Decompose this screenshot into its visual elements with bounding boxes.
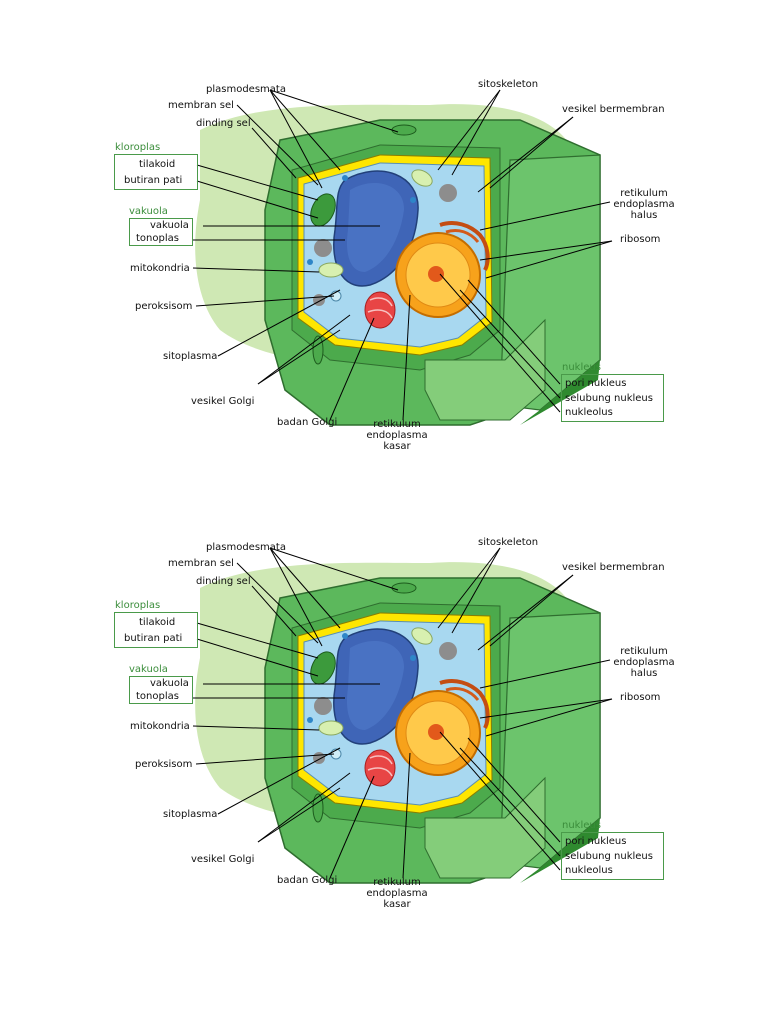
label-butiran-pati: butiran pati (124, 175, 183, 186)
label-plasmodesmata: plasmodesmata (206, 84, 286, 95)
label-vakuola: vakuola (150, 220, 189, 231)
retikulum-halus-line-3: halus (630, 210, 658, 221)
label-ribosom: ribosom (620, 234, 661, 245)
label-peroksisom: peroksisom (135, 301, 193, 312)
label-badan-golgi: badan Golgi (277, 875, 338, 886)
label-mitokondria: mitokondria (130, 263, 190, 274)
label-plasmodesmata: plasmodesmata (206, 542, 286, 553)
label-dinding-sel: dinding sel (196, 576, 251, 587)
retikulum-halus-line-1: retikulum (620, 646, 668, 657)
label-vakuola-group: vakuola (129, 206, 168, 217)
label-retikulum-kasar: retikulum endoplasma kasar (362, 877, 432, 910)
retikulum-kasar-line-2: endoplasma (366, 430, 428, 441)
retikulum-halus-line-1: retikulum (620, 188, 668, 199)
retikulum-halus-line-2: endoplasma (613, 199, 675, 210)
plant-cell-diagram-2: plasmodesmata membran sel dinding sel kl… (0, 518, 768, 938)
label-tonoplas: tonoplas (136, 691, 179, 702)
label-tonoplas: tonoplas (136, 233, 179, 244)
retikulum-halus-line-2: endoplasma (613, 657, 675, 668)
label-kloroplas-group: kloroplas (115, 142, 161, 153)
label-selubung-nukleus: selubung nukleus (565, 393, 653, 404)
label-sitoplasma: sitoplasma (163, 809, 218, 820)
label-pori-nukleus: pori nukleus (565, 836, 627, 847)
retikulum-halus-line-3: halus (630, 668, 658, 679)
label-membran-sel: membran sel (168, 100, 234, 111)
label-nukleolus: nukleolus (565, 865, 613, 876)
label-dinding-sel: dinding sel (196, 118, 251, 129)
label-vesikel-golgi: vesikel Golgi (191, 854, 255, 865)
label-nukleolus: nukleolus (565, 407, 613, 418)
retikulum-kasar-line-1: retikulum (373, 877, 421, 888)
nukleus-box (561, 832, 664, 880)
retikulum-kasar-line-2: endoplasma (366, 888, 428, 899)
vakuola-box (129, 676, 193, 704)
label-nukleus-group: nukleus (562, 820, 601, 831)
label-vakuola-group: vakuola (129, 664, 168, 675)
label-nukleus-group: nukleus (562, 362, 601, 373)
label-selubung-nukleus: selubung nukleus (565, 851, 653, 862)
label-vakuola: vakuola (150, 678, 189, 689)
label-kloroplas-group: kloroplas (115, 600, 161, 611)
label-retikulum-kasar: retikulum endoplasma kasar (362, 419, 432, 452)
nukleus-box (561, 374, 664, 422)
label-badan-golgi: badan Golgi (277, 417, 338, 428)
label-sitoskeleton: sitoskeleton (478, 79, 539, 90)
plant-cell-illustration (192, 89, 613, 426)
plant-cell-illustration (192, 547, 613, 884)
label-pori-nukleus: pori nukleus (565, 378, 627, 389)
label-retikulum-halus: retikulum endoplasma halus (608, 646, 680, 679)
label-sitoskeleton: sitoskeleton (478, 537, 539, 548)
label-mitokondria: mitokondria (130, 721, 190, 732)
kloroplas-box (114, 612, 198, 648)
plant-cell-diagram-1: plasmodesmata membran sel dinding sel kl… (0, 60, 768, 480)
retikulum-kasar-line-3: kasar (383, 899, 411, 910)
label-vesikel-golgi: vesikel Golgi (191, 396, 255, 407)
kloroplas-box (114, 154, 198, 190)
label-retikulum-halus: retikulum endoplasma halus (608, 188, 680, 221)
retikulum-kasar-line-1: retikulum (373, 419, 421, 430)
label-butiran-pati: butiran pati (124, 633, 183, 644)
label-tilakoid: tilakoid (139, 159, 176, 170)
vakuola-box (129, 218, 193, 246)
label-tilakoid: tilakoid (139, 617, 176, 628)
label-vesikel-bermembran: vesikel bermembran (562, 104, 665, 115)
label-sitoplasma: sitoplasma (163, 351, 218, 362)
label-membran-sel: membran sel (168, 558, 234, 569)
retikulum-kasar-line-3: kasar (383, 441, 411, 452)
label-ribosom: ribosom (620, 692, 661, 703)
label-vesikel-bermembran: vesikel bermembran (562, 562, 665, 573)
label-peroksisom: peroksisom (135, 759, 193, 770)
